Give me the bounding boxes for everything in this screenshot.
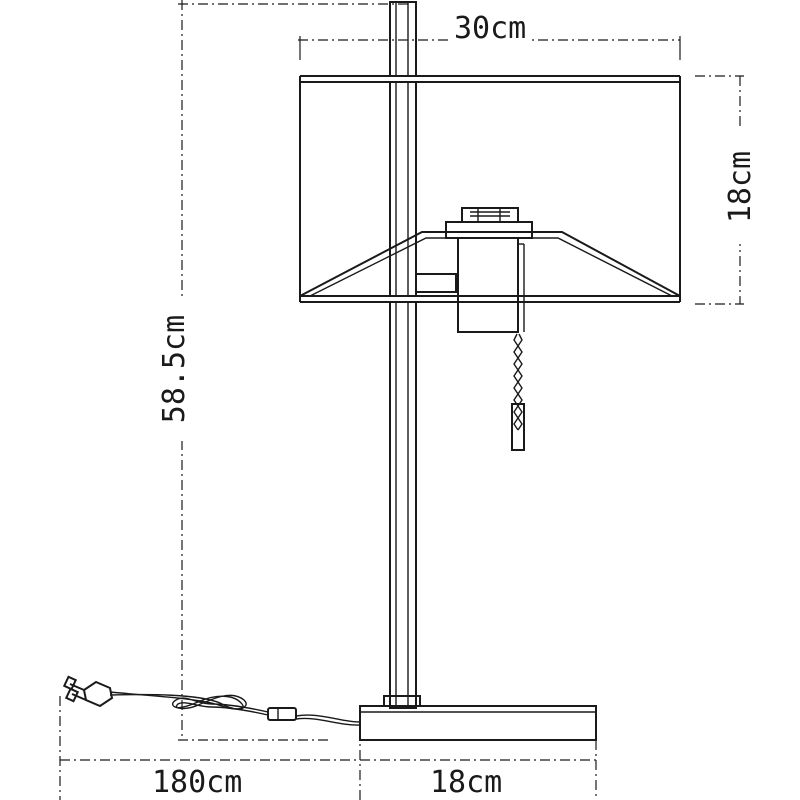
power-cord [109, 691, 361, 726]
base-plate [359, 695, 597, 741]
cord-length-label: 180cm [150, 765, 245, 800]
shade-width-dimension [298, 36, 681, 60]
lamp-socket [445, 207, 533, 333]
cord-switch [267, 707, 297, 721]
shade-height-label: 18cm [723, 130, 758, 244]
shade-width-label: 30cm [452, 11, 529, 46]
total-height-label: 58.5cm [157, 297, 192, 441]
plug [62, 675, 114, 708]
pull-chain [511, 333, 525, 451]
base-width-label: 18cm [428, 765, 505, 800]
lamp-shade [299, 75, 681, 303]
bottom-dimensions [59, 696, 598, 800]
